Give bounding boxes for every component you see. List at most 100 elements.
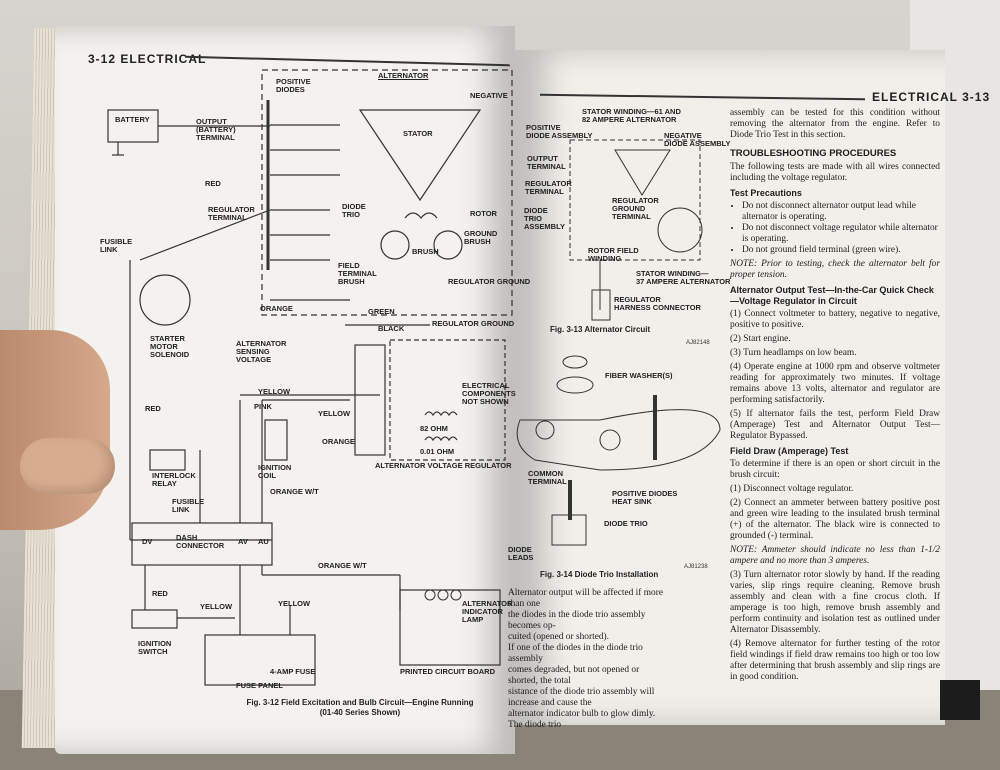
interlock-relay-label: INTERLOCK RELAY [152,471,196,488]
fig13-diode-trio-label: DIODE TRIO ASSEMBLY [524,206,565,231]
orange-wire-label-1: ORANGE [260,304,293,313]
001-ohm-label: 0.01 OHM [420,447,455,456]
precaution-item: Do not ground field terminal (green wire… [742,245,940,256]
rotor-label: ROTOR [470,209,497,218]
output-terminal-label: OUTPUT (BATTERY) TERMINAL [196,117,236,142]
step-item: (3) Turn alternator rotor slowly by hand… [730,570,940,635]
ignition-switch-label: IGNITION SWITCH [138,639,172,656]
black-wire-label: BLACK [378,324,405,333]
step-item: (2) Start engine. [730,334,791,344]
regulator-connector [354,344,386,456]
step-item: (1) Connect voltmeter to battery, negati… [730,309,940,330]
yellow-wire-label-3: YELLOW [200,602,233,611]
yellow-wire-label-1: YELLOW [258,387,291,396]
fig14-diode-trio-label: DIODE TRIO [604,519,648,528]
negative-diode-assembly-label: NEGATIVE DIODE ASSEMBLY [664,131,731,148]
green-wire-label: GREEN [368,307,395,316]
output-test-heading: Alternator Output Test—In-the-Car Quick … [730,285,934,306]
common-terminal-label: COMMON TERMINAL [528,469,567,486]
fig13-regulator-ground-label: REGULATOR GROUND TERMINAL [612,196,659,221]
field-terminal-brush-label: FIELD TERMINAL BRUSH [338,261,377,286]
thumb [20,438,115,494]
fusible-link-label-2: FUSIBLE LINK [172,497,205,514]
positive-diodes-label: POSITIVE DIODES [276,77,311,94]
note-ammeter: NOTE: Ammeter should indicate no less th… [730,545,940,566]
four-amp-fuse-label: 4-AMP FUSE [270,667,316,676]
yellow-wire-label-2: YELLOW [318,409,351,418]
dv-label: DV [142,537,153,546]
ignition-switch-box [131,609,178,629]
fig-3-14-code: AJ81238 [684,564,708,570]
heatsink-shape [516,409,721,471]
fusible-link-label: FUSIBLE LINK [100,237,133,254]
ground-brush-label: GROUND BRUSH [464,229,498,246]
test-precautions-heading: Test Precautions [730,188,802,198]
alternator-voltage-regulator-label: ALTERNATOR VOLTAGE REGULATOR [375,461,512,470]
right-page [515,50,945,725]
stator-label: STATOR [403,129,433,138]
hand-holding-book [0,330,110,530]
diode-trio-block [551,514,587,546]
orange-wt-label-2: ORANGE W/T [318,561,367,570]
regulator-ground-label: REGULATOR GROUND [432,319,515,328]
diode-trio-label: DIODE TRIO [342,202,366,219]
dash-connector-label: DASH CONNECTOR [176,533,225,550]
fig13-stator-winding-37-label: STATOR WINDING— 37 AMPERE ALTERNATOR [636,269,731,286]
left-page [55,26,515,754]
av-label: AV [238,537,248,546]
field-draw-heading: Field Draw (Amperage) Test [730,446,849,456]
red-wire-label-2: RED [145,404,161,413]
alternator-label: ALTERNATOR [378,71,429,80]
fig-3-13-code: AJ82148 [686,340,710,346]
step-item: (4) Remove alternator for further testin… [730,639,940,682]
fig-3-13-caption: Fig. 3-13 Alternator Circuit [550,325,651,334]
au-label: AU [258,537,269,546]
electrical-components-label: ELECTRICAL COMPONENTS NOT SHOWN [462,381,516,406]
precautions-list: Do not disconnect alternator output lead… [730,201,940,256]
interlock-relay-box [149,449,186,471]
voltage-regulator-box [389,339,506,461]
stator-winding-61-label: STATOR WINDING—61 AND 82 AMPERE ALTERNAT… [582,107,681,124]
right-page-text-column: assembly can be tested for this conditio… [730,108,940,686]
fuse-panel-label: FUSE PANEL [236,681,283,690]
ignition-coil-box [264,419,288,461]
stator-triangle [358,109,482,202]
troubleshooting-heading: TROUBLESHOOTING PROCEDURES [730,148,897,159]
step-item: (1) Disconnect voltage regulator. [730,484,854,494]
brush-label: BRUSH [412,247,439,256]
orange-wt-label-1: ORANGE W/T [270,487,319,496]
diode-leads-label: DIODE LEADS [508,545,534,562]
precaution-item: Do not disconnect alternator output lead… [742,201,940,223]
printed-circuit-board-label: PRINTED CIRCUIT BOARD [400,667,495,676]
regulator-ground-small-label: REGULATOR GROUND [448,277,531,286]
dash-connector-box [131,522,273,566]
regulator-harness-connector [591,289,611,321]
washer-2 [556,376,594,394]
red-wire-label-3: RED [152,589,168,598]
printed-circuit-box [399,589,501,666]
orange-wire-label-2: ORANGE [322,437,355,446]
fig13-regulator-harness-label: REGULATOR HARNESS CONNECTOR [614,295,701,312]
left-page-bottom-text: Alternator output will be affected if mo… [508,588,663,730]
fig-3-12-caption: Fig. 3-12 Field Excitation and Bulb Circ… [246,698,474,717]
red-wire-label-1: RED [205,179,221,188]
ignition-coil-label: IGNITION COIL [258,463,292,480]
book-cover-corner [940,680,980,720]
right-page-header: ELECTRICAL 3-13 [872,90,991,104]
battery-label: BATTERY [115,115,150,124]
positive-diode-assembly-label: POSITIVE DIODE ASSEMBLY [526,123,593,140]
precaution-item: Do not disconnect voltage regulator whil… [742,223,940,245]
alternator-sensing-label: ALTERNATOR SENSING VOLTAGE [236,339,287,364]
fig13-output-terminal-label: OUTPUT TERMINAL [527,154,566,171]
82-ohm-label: 82 OHM [420,424,448,433]
step-item: (3) Turn headlamps on low beam. [730,348,857,358]
starter-solenoid-circle [139,274,191,326]
yellow-wire-label-4: YELLOW [278,599,311,608]
fig-3-14-caption: Fig. 3-14 Diode Trio Installation [540,570,659,579]
note-belt-tension: NOTE: Prior to testing, check the altern… [730,259,940,280]
step-item: (2) Connect an ammeter between battery p… [730,498,940,541]
fig13-rotor-field-label: ROTOR FIELD WINDING [588,246,639,263]
negative-diodes-label: NEGATIVE [470,91,508,100]
fuse-panel-box [204,634,316,686]
